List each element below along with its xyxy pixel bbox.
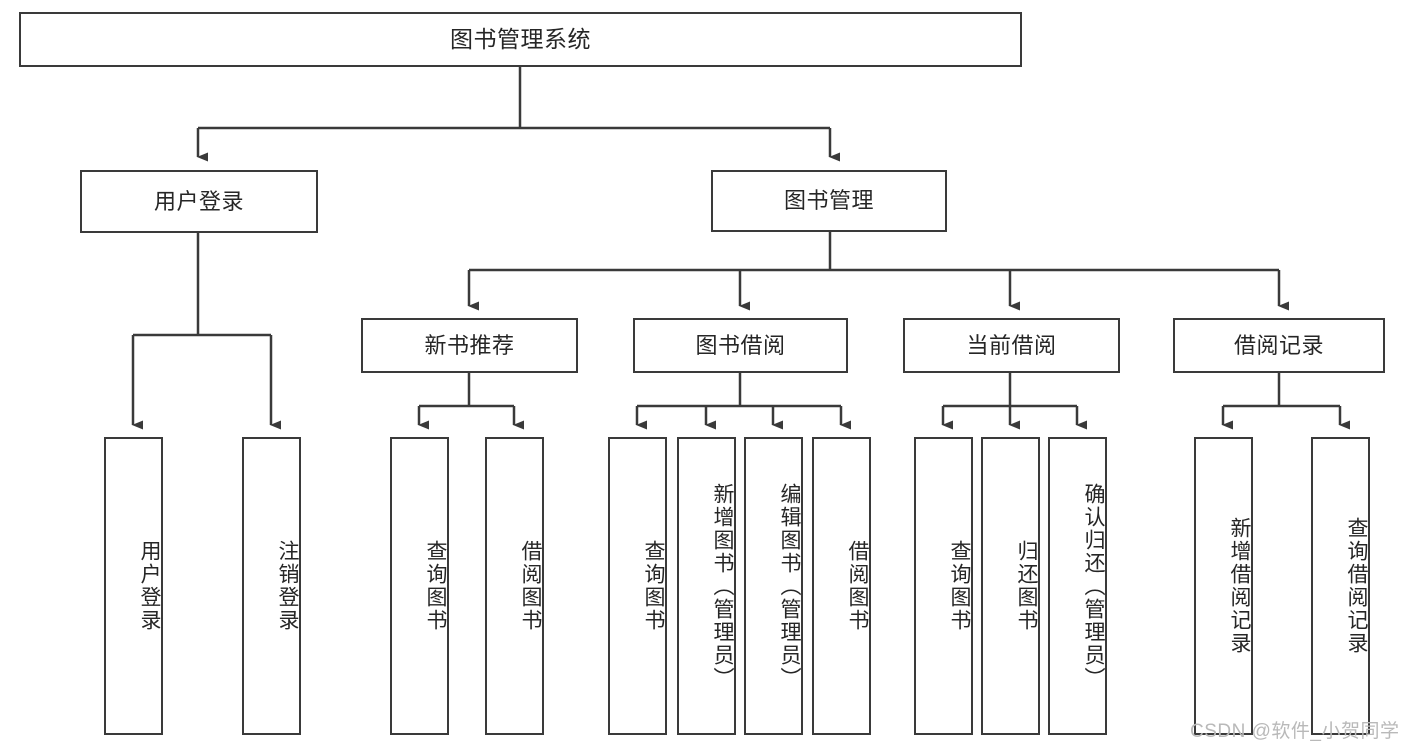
node-label: 图书管理系统 — [450, 25, 591, 52]
node-leaf-add-borrow-record[interactable]: 新增借阅记录 — [1194, 437, 1253, 735]
node-leaf-confirm-return-admin[interactable]: 确认归还（管理员） — [1048, 437, 1107, 735]
node-leaf-add-book-admin[interactable]: 新增图书（管理员） — [677, 437, 736, 735]
node-label: 图书管理 — [783, 188, 874, 214]
node-label: 确认归还（管理员） — [1082, 482, 1105, 690]
node-label: 查询图书 — [424, 540, 447, 632]
node-leaf-user-login[interactable]: 用户登录 — [104, 437, 163, 735]
node-label: 图书借阅 — [695, 332, 786, 358]
node-label: 借阅记录 — [1233, 332, 1324, 358]
node-label: 查询图书 — [948, 540, 971, 632]
node-leaf-query-book-recommend[interactable]: 查询图书 — [390, 437, 449, 735]
node-book-borrow[interactable]: 图书借阅 — [633, 318, 848, 373]
node-label: 编辑图书（管理员） — [778, 482, 801, 690]
node-label: 借阅图书 — [846, 540, 869, 632]
watermark-text: CSDN @软件_小贺同学 — [1190, 721, 1400, 742]
node-label: 新增图书（管理员） — [711, 482, 734, 690]
node-current-borrow[interactable]: 当前借阅 — [903, 318, 1120, 373]
node-label: 用户登录 — [153, 188, 244, 214]
node-book-management[interactable]: 图书管理 — [711, 170, 947, 232]
node-leaf-query-book-borrow[interactable]: 查询图书 — [608, 437, 667, 735]
node-label: 新增借阅记录 — [1228, 517, 1251, 655]
node-label: 新书推荐 — [424, 332, 515, 358]
node-label: 用户登录 — [138, 540, 161, 632]
node-label: 查询借阅记录 — [1345, 517, 1368, 655]
node-leaf-edit-book-admin[interactable]: 编辑图书（管理员） — [744, 437, 803, 735]
node-label: 当前借阅 — [966, 332, 1057, 358]
node-label: 注销登录 — [276, 540, 299, 632]
node-leaf-return-book[interactable]: 归还图书 — [981, 437, 1040, 735]
node-leaf-query-book-current[interactable]: 查询图书 — [914, 437, 973, 735]
node-label: 查询图书 — [642, 540, 665, 632]
node-label: 归还图书 — [1015, 540, 1038, 632]
node-user-login[interactable]: 用户登录 — [80, 170, 318, 233]
node-root-book-management-system[interactable]: 图书管理系统 — [19, 12, 1022, 67]
node-new-book-recommendation[interactable]: 新书推荐 — [361, 318, 578, 373]
node-leaf-borrow-book-recommend[interactable]: 借阅图书 — [485, 437, 544, 735]
node-leaf-borrow-book[interactable]: 借阅图书 — [812, 437, 871, 735]
node-leaf-logout[interactable]: 注销登录 — [242, 437, 301, 735]
node-borrow-record[interactable]: 借阅记录 — [1173, 318, 1385, 373]
node-leaf-query-borrow-record[interactable]: 查询借阅记录 — [1311, 437, 1370, 735]
node-label: 借阅图书 — [519, 540, 542, 632]
